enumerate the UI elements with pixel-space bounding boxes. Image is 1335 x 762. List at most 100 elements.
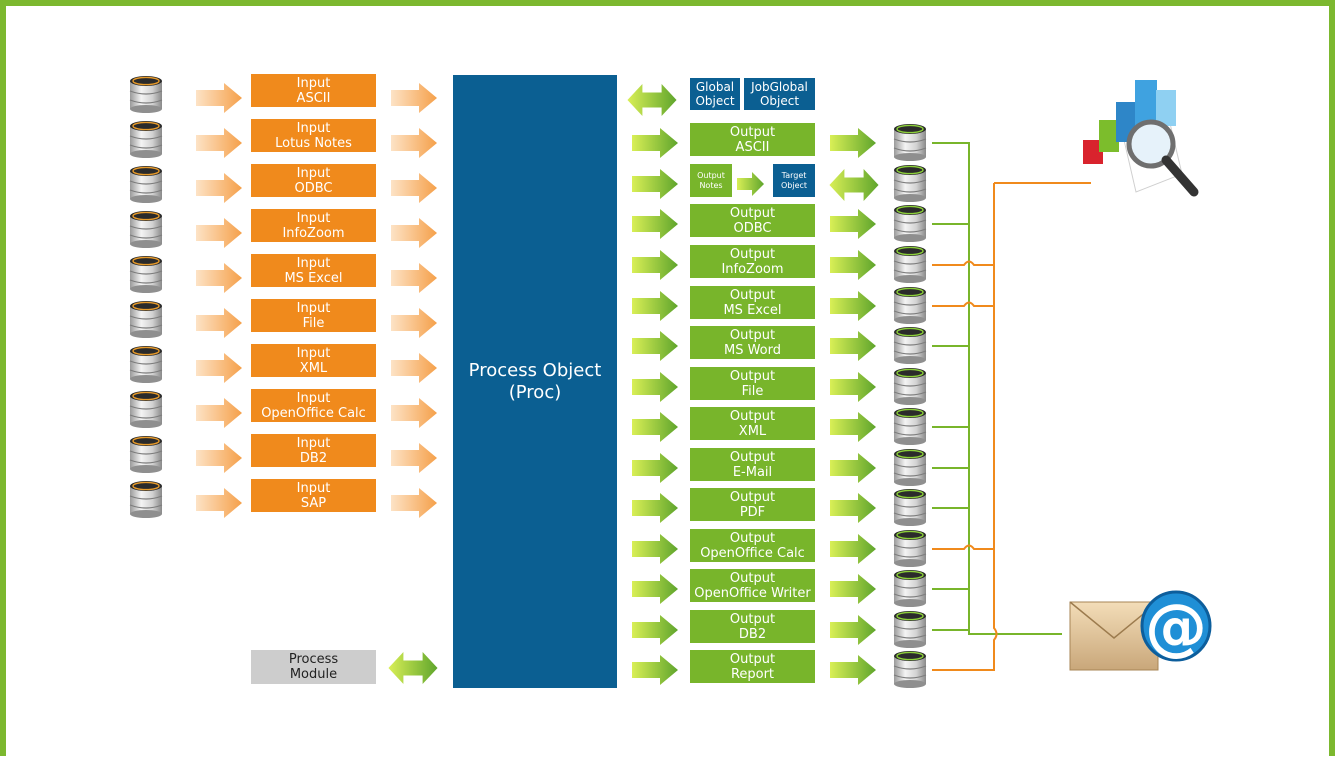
database-icon [893,123,927,161]
output-openoffice-calc-box: Output OpenOffice Calc [690,529,815,562]
flow-arrow-icon [830,331,876,361]
process-module-box: Process Module [251,650,376,684]
output-pdf-box: Output PDF [690,488,815,521]
output-label: Output ASCII [729,124,776,155]
database-icon [893,286,927,324]
jobglobal-object-box: JobGlobal Object [744,78,815,110]
process-object-box: Process Object (Proc) [453,75,617,688]
database-icon [129,255,163,293]
input-ms-excel-box: Input MS Excel [251,254,376,287]
green-connector-lines [932,142,1062,635]
flow-arrow-icon [632,615,678,645]
input-infozoom-box: Input InfoZoom [251,209,376,242]
output-label: Output DB2 [729,611,776,642]
database-icon [893,407,927,445]
double-arrow-icon [829,169,879,201]
process-object-label: Process Object (Proc) [468,359,602,403]
database-icon [893,245,927,283]
flow-arrow-icon [196,173,242,203]
input-openoffice-calc-box: Input OpenOffice Calc [251,389,376,422]
output-openoffice-writer-box: Output OpenOffice Writer [690,569,815,602]
database-icon [893,367,927,405]
database-icon [129,435,163,473]
flow-arrow-icon [196,398,242,428]
input-label: Input XML [296,345,331,376]
output-label: Output OpenOffice Writer [694,570,811,601]
double-arrow-icon [388,652,438,684]
database-icon [129,345,163,383]
input-label: Input InfoZoom [282,210,345,241]
output-label: Output E-Mail [729,449,776,480]
flow-arrow-icon [737,172,764,196]
output-report-box: Output Report [690,650,815,683]
output-db2-box: Output DB2 [690,610,815,643]
flow-arrow-icon [391,443,437,473]
flow-arrow-icon [632,534,678,564]
output-email-box: Output E-Mail [690,448,815,481]
database-icon [129,165,163,203]
flow-arrow-icon [391,353,437,383]
input-ascii-box: Input ASCII [251,74,376,107]
flow-arrow-icon [196,488,242,518]
database-icon [129,390,163,428]
output-label: Output File [729,368,776,399]
input-lotus-notes-box: Input Lotus Notes [251,119,376,152]
output-ascii-box: Output ASCII [690,123,815,156]
target-object-label: Target Object [780,170,808,190]
database-icon [129,120,163,158]
flow-arrow-icon [830,453,876,483]
process-module-label: Process Module [288,652,339,682]
output-label: Output Report [729,651,776,682]
output-label: Output MS Word [723,327,781,358]
input-label: Input OpenOffice Calc [261,390,366,421]
flow-arrow-icon [830,534,876,564]
input-sap-box: Input SAP [251,479,376,512]
input-label: Input MS Excel [284,255,343,286]
flow-arrow-icon [196,443,242,473]
flow-arrow-icon [632,291,678,321]
output-file-box: Output File [690,367,815,400]
output-infozoom-box: Output InfoZoom [690,245,815,278]
flow-arrow-icon [632,574,678,604]
output-notes-label: Output Notes [697,170,725,190]
target-object-box: Target Object [773,164,815,197]
database-icon [129,480,163,518]
flow-arrow-icon [830,291,876,321]
flow-arrow-icon [196,83,242,113]
database-icon [129,75,163,113]
output-notes-box: Output Notes [690,164,732,197]
connector-layer: @ [129,75,1212,688]
output-label: Output OpenOffice Calc [700,530,805,561]
flow-arrow-icon [632,331,678,361]
report-analysis-icon [1083,80,1199,197]
input-label: Input File [296,300,331,331]
input-file-box: Input File [251,299,376,332]
database-icon [129,300,163,338]
database-icon [129,210,163,248]
database-icon [893,164,927,202]
flow-arrow-icon [830,412,876,442]
output-label: Output PDF [729,489,776,520]
database-icon [893,204,927,242]
flow-arrow-icon [391,488,437,518]
flow-arrow-icon [632,493,678,523]
database-icon [893,650,927,688]
flow-arrow-icon [632,453,678,483]
flow-arrow-icon [632,209,678,239]
email-icon: @ [1069,590,1212,671]
orange-connector-lines [932,182,1091,671]
input-label: Input DB2 [296,435,331,466]
output-label: Output MS Excel [723,287,782,318]
flow-arrow-icon [632,128,678,158]
flow-arrow-icon [196,128,242,158]
jobglobal-object-label: JobGlobal Object [751,80,808,108]
database-icon [893,569,927,607]
input-xml-box: Input XML [251,344,376,377]
output-ms-excel-box: Output MS Excel [690,286,815,319]
output-label: Output ODBC [729,205,776,236]
flow-arrow-icon [830,372,876,402]
input-label: Input ODBC [294,165,333,196]
flow-arrow-icon [196,353,242,383]
global-object-box: Global Object [690,78,740,110]
